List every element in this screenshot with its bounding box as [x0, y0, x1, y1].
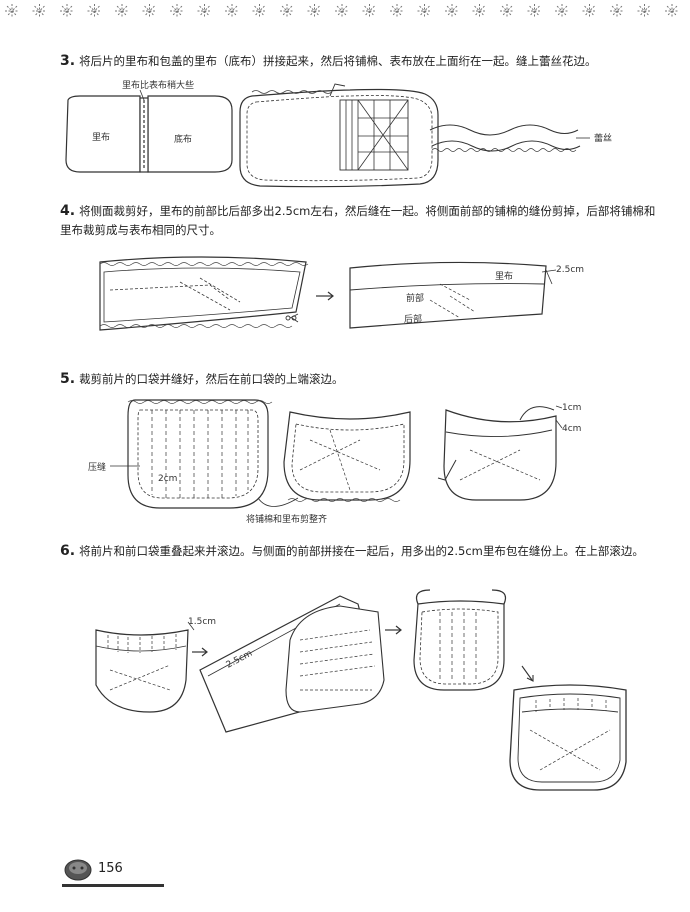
step-number: 5. — [60, 371, 76, 387]
label-1-5cm: 1.5cm — [188, 617, 216, 627]
decorative-snowflake-border — [5, 4, 679, 18]
step-number: 3. — [60, 53, 76, 69]
step-5-figure: 压缝 2cm 将铺棉和里布剪整齐 1cm 4cm — [88, 399, 581, 525]
pocket-layered-front — [95, 629, 189, 713]
step-3-figure: 里布比表布稍大些 里布 底布 蕾丝 — [65, 79, 612, 188]
snowflake-ornament — [252, 4, 267, 18]
snowflake-ornament — [170, 4, 184, 18]
snowflake-ornament — [142, 4, 157, 18]
label-2-5cm: 2.5cm — [556, 265, 584, 275]
step-text: 将后片的里布和包盖的里布（底布）拼接起来，然后将铺棉、表布放在上面绗在一起。缝上… — [79, 54, 597, 68]
snowflake-ornament — [390, 4, 404, 18]
page-number: 156 — [98, 861, 123, 876]
lining-base-joined-piece — [65, 95, 233, 173]
snowflake-ornament — [637, 4, 652, 18]
step-5-instruction: 5.裁剪前片的口袋并缝好，然后在前口袋的上端滚边。 — [60, 370, 344, 389]
snowflake-ornament — [445, 4, 459, 18]
snowflake-ornament — [417, 4, 432, 18]
label-4cm: 4cm — [562, 424, 581, 434]
snowflake-ornament — [5, 4, 19, 18]
snowflake-ornament — [500, 4, 514, 18]
step-4-instruction: 4.将侧面裁剪好，里布的前部比后部多出2.5cm左右，然后缝在一起。将侧面前部的… — [60, 202, 655, 240]
step-number: 4. — [60, 203, 76, 219]
step-6-figure: 1.5cm 2.5cm — [95, 589, 627, 791]
step-text: 裁剪前片的口袋并缝好，然后在前口袋的上端滚边。 — [79, 372, 344, 386]
snowflake-ornament — [307, 4, 322, 18]
snowflake-ornament — [527, 4, 542, 18]
step-3-instruction: 3.将后片的里布和包盖的里布（底布）拼接起来，然后将铺棉、表布放在上面绗在一起。… — [60, 52, 597, 71]
arrow-down-right-icon — [521, 665, 534, 682]
arrow-right-icon — [385, 625, 402, 635]
snowflake-ornament — [362, 4, 377, 18]
snowflake-ornament — [197, 4, 212, 18]
snowflake-ornament — [335, 4, 349, 18]
snowflake-ornament — [280, 4, 294, 18]
page-button-decoration — [64, 859, 92, 881]
side-panel-trimmed — [349, 261, 547, 329]
label-back-part: 后部 — [404, 313, 422, 325]
step-number: 6. — [60, 543, 76, 559]
label-lining: 里布 — [495, 270, 513, 282]
snowflake-ornament — [115, 4, 129, 18]
arrow-right-icon — [192, 647, 208, 657]
side-panel-attached — [199, 595, 385, 733]
footer-rule — [62, 884, 164, 887]
step-text-line2: 里布裁剪成与表布相同的尺寸。 — [60, 223, 221, 237]
bag-front-bound — [413, 589, 507, 691]
label-quilting: 压缝 — [88, 461, 106, 473]
label-lace: 蕾丝 — [594, 132, 612, 144]
front-pocket-quilted — [127, 399, 269, 509]
snowflake-ornament — [60, 4, 74, 18]
label-lining-larger: 里布比表布稍大些 — [122, 79, 194, 91]
front-pocket-bound — [437, 406, 557, 501]
label-1cm: 1cm — [562, 403, 581, 413]
label-front-part: 前部 — [406, 292, 424, 304]
step-text: 将侧面裁剪好，里布的前部比后部多出2.5cm左右，然后缝在一起。将侧面前部的铺棉… — [79, 204, 656, 218]
snowflake-ornament — [665, 4, 679, 18]
snowflake-ornament — [610, 4, 624, 18]
snowflake-ornament — [582, 4, 597, 18]
quilted-back-piece — [239, 83, 439, 188]
label-lining: 里布 — [92, 131, 110, 143]
label-2cm: 2cm — [158, 474, 177, 484]
front-pocket-trimmed — [283, 411, 411, 501]
snowflake-ornament — [472, 4, 487, 18]
bag-finished-front — [509, 684, 627, 791]
side-panel-sewn — [99, 256, 307, 331]
scissors-icon — [285, 313, 299, 323]
step-6-instruction: 6.将前片和前口袋重叠起来并滚边。与侧面的前部拼接在一起后，用多出的2.5cm里… — [60, 542, 644, 561]
arrow-right-icon — [316, 291, 334, 301]
snowflake-ornament — [32, 4, 47, 18]
step-text: 将前片和前口袋重叠起来并滚边。与侧面的前部拼接在一起后，用多出的2.5cm里布包… — [79, 544, 644, 558]
label-trim-batting-lining: 将铺棉和里布剪整齐 — [246, 513, 327, 525]
snowflake-ornament — [555, 4, 569, 18]
lace-trim — [429, 124, 590, 152]
snowflake-ornament — [225, 4, 239, 18]
step-4-figure: 里布 2.5cm 前部 后部 — [99, 256, 584, 331]
label-base-fabric: 底布 — [174, 133, 192, 145]
snowflake-ornament — [87, 4, 102, 18]
